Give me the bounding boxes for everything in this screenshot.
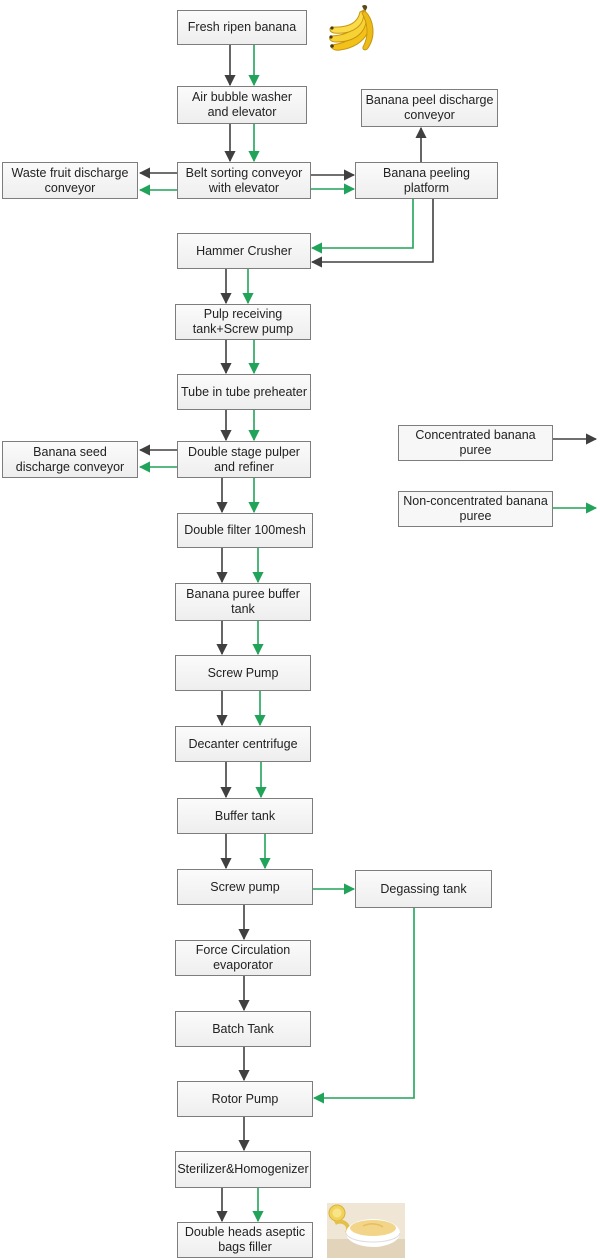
- node-double-filter-label: Double filter 100mesh: [184, 523, 306, 537]
- node-banana-peel-discharge: Banana peel discharge conveyor: [361, 89, 498, 127]
- node-degassing-tank-label: Degassing tank: [380, 881, 467, 896]
- node-screw-pump-2-label: Screw pump: [210, 879, 280, 894]
- concentrated-flow-arrow-10: [310, 199, 434, 268]
- node-screw-pump-1-label: Screw Pump: [207, 665, 279, 680]
- node-rotor-pump: Rotor Pump: [177, 1081, 313, 1117]
- node-rotor-pump-label: Rotor Pump: [211, 1091, 279, 1106]
- node-waste-fruit: Waste fruit discharge conveyor: [2, 162, 138, 199]
- node-puree-buffer-tank-label: Banana puree buffer tank: [186, 587, 300, 616]
- node-pulp-receiving-label: Pulp receiving tank+Screw pump: [192, 307, 294, 336]
- banana-bunch-icon: [329, 4, 374, 51]
- node-banana-peeling: Banana peeling platform: [355, 162, 498, 199]
- node-puree-buffer-tank: Banana puree buffer tank: [175, 583, 311, 621]
- node-sterilizer-label: Sterilizer&Homogenizer: [177, 1162, 309, 1176]
- node-banana-peeling-label: Banana peeling platform: [383, 165, 470, 195]
- legend-non-concentrated-label: Non-concentrated banana puree: [403, 494, 548, 523]
- node-tube-preheater: Tube in tube preheater: [177, 374, 311, 410]
- node-buffer-tank: Buffer tank: [177, 798, 313, 834]
- node-force-circulation-label: Force Circulation evaporator: [195, 943, 291, 972]
- node-air-bubble-washer: Air bubble washer and elevator: [177, 86, 307, 124]
- node-decanter-label: Decanter centrifuge: [188, 736, 298, 751]
- legend-concentrated: Concentrated banana puree: [398, 425, 553, 461]
- node-batch-tank: Batch Tank: [175, 1011, 311, 1047]
- node-double-filter: Double filter 100mesh: [177, 513, 313, 548]
- node-decanter: Decanter centrifuge: [175, 726, 311, 762]
- node-tube-preheater-label: Tube in tube preheater: [181, 384, 308, 399]
- node-hammer-crusher: Hammer Crusher: [177, 233, 311, 269]
- node-air-bubble-washer-label: Air bubble washer and elevator: [191, 90, 293, 119]
- node-banana-peel-discharge-label: Banana peel discharge conveyor: [365, 93, 494, 122]
- non-concentrated-flow-arrow-32: [312, 908, 415, 1104]
- node-double-stage-pulper-label: Double stage pulper and refiner: [188, 444, 300, 474]
- node-aseptic-filler-label: Double heads aseptic bags filler: [184, 1225, 306, 1254]
- node-buffer-tank-label: Buffer tank: [214, 808, 276, 823]
- node-batch-tank-label: Batch Tank: [212, 1021, 274, 1036]
- node-belt-sorting-label: Belt sorting conveyor with elevator: [185, 165, 303, 195]
- banana-puree-bowl-icon: [327, 1203, 405, 1258]
- node-screw-pump-2: Screw pump: [177, 869, 313, 905]
- node-hammer-crusher-label: Hammer Crusher: [196, 243, 292, 258]
- node-degassing-tank: Degassing tank: [355, 870, 492, 908]
- node-aseptic-filler: Double heads aseptic bags filler: [177, 1222, 313, 1258]
- node-force-circulation: Force Circulation evaporator: [175, 940, 311, 976]
- node-fresh-banana-label: Fresh ripen banana: [187, 20, 297, 34]
- legend-concentrated-label: Concentrated banana puree: [415, 428, 536, 457]
- node-fresh-banana: Fresh ripen banana: [177, 10, 307, 45]
- node-banana-seed-discharge-label: Banana seed discharge conveyor: [15, 444, 125, 474]
- node-banana-seed-discharge: Banana seed discharge conveyor: [2, 441, 138, 478]
- legend-non-concentrated: Non-concentrated banana puree: [398, 491, 553, 527]
- node-double-stage-pulper: Double stage pulper and refiner: [177, 441, 311, 478]
- node-waste-fruit-label: Waste fruit discharge conveyor: [11, 165, 129, 195]
- non-concentrated-flow-arrow-9: [310, 199, 414, 254]
- node-pulp-receiving: Pulp receiving tank+Screw pump: [175, 304, 311, 340]
- node-screw-pump-1: Screw Pump: [175, 655, 311, 691]
- node-sterilizer: Sterilizer&Homogenizer: [175, 1151, 311, 1188]
- node-belt-sorting: Belt sorting conveyor with elevator: [177, 162, 311, 199]
